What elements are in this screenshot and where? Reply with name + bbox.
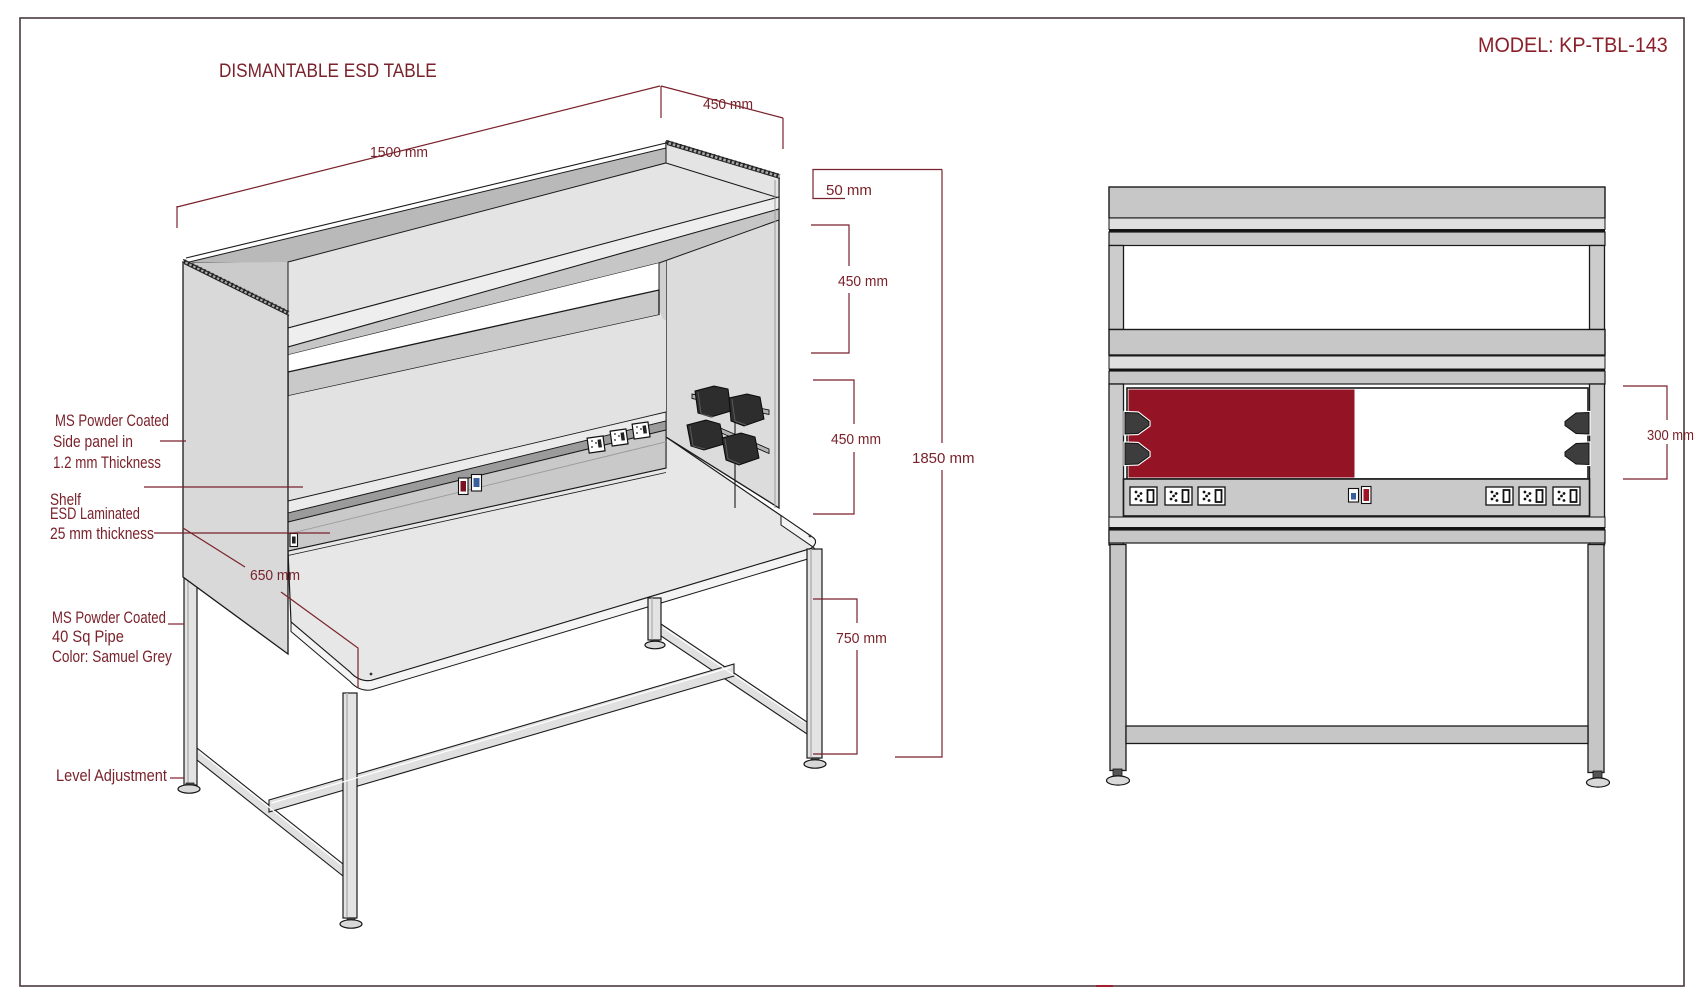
svg-text:MS Powder Coated: MS Powder Coated xyxy=(52,608,166,627)
svg-text:25 mm thickness: 25 mm thickness xyxy=(50,525,154,544)
svg-text:50 mm: 50 mm xyxy=(826,182,872,199)
svg-text:Color: Samuel Grey: Color: Samuel Grey xyxy=(52,648,172,667)
svg-text:750 mm: 750 mm xyxy=(836,631,887,647)
svg-text:Level Adjustment: Level Adjustment xyxy=(56,767,167,785)
svg-text:Side panel in: Side panel in xyxy=(53,433,133,452)
svg-text:MS Powder Coated: MS Powder Coated xyxy=(55,411,169,430)
svg-text:MODEL: KP-TBL-143: MODEL: KP-TBL-143 xyxy=(1478,33,1668,57)
svg-text:450 mm: 450 mm xyxy=(831,432,881,449)
svg-text:650 mm: 650 mm xyxy=(250,568,300,585)
svg-text:1.2 mm Thickness: 1.2 mm Thickness xyxy=(53,454,161,473)
svg-text:1850 mm: 1850 mm xyxy=(912,450,975,467)
svg-text:DISMANTABLE ESD TABLE: DISMANTABLE ESD TABLE xyxy=(219,60,437,81)
svg-text:300 mm: 300 mm xyxy=(1647,426,1694,443)
svg-text:40 Sq Pipe: 40 Sq Pipe xyxy=(52,628,124,646)
svg-text:1500 mm: 1500 mm xyxy=(370,145,428,162)
svg-text:ESD Laminated: ESD Laminated xyxy=(50,504,140,523)
svg-text:Shelf: Shelf xyxy=(50,491,82,510)
svg-text:450 mm: 450 mm xyxy=(838,274,888,291)
svg-text:450 mm: 450 mm xyxy=(703,97,753,114)
